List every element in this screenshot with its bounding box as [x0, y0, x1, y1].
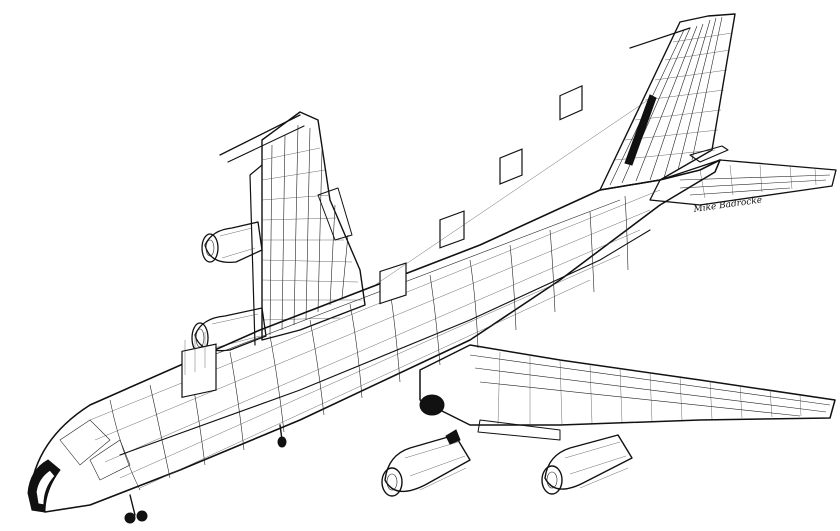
nose-landing-gear — [124, 494, 148, 524]
near-wing-inner-engine — [381, 429, 471, 497]
main-landing-gear — [277, 394, 445, 448]
nose-cockpit — [27, 419, 131, 513]
antenna-wire — [374, 99, 649, 286]
cabin-equipment — [181, 85, 583, 399]
near-wing-outer-engine — [541, 434, 633, 495]
near-wing — [419, 344, 836, 441]
far-wing-outer-engine — [201, 221, 263, 264]
artist-signature: Mike Badrocke — [692, 195, 763, 215]
far-wing — [219, 111, 366, 346]
fuselage — [29, 159, 721, 513]
vertical-stabilizer — [599, 13, 736, 191]
